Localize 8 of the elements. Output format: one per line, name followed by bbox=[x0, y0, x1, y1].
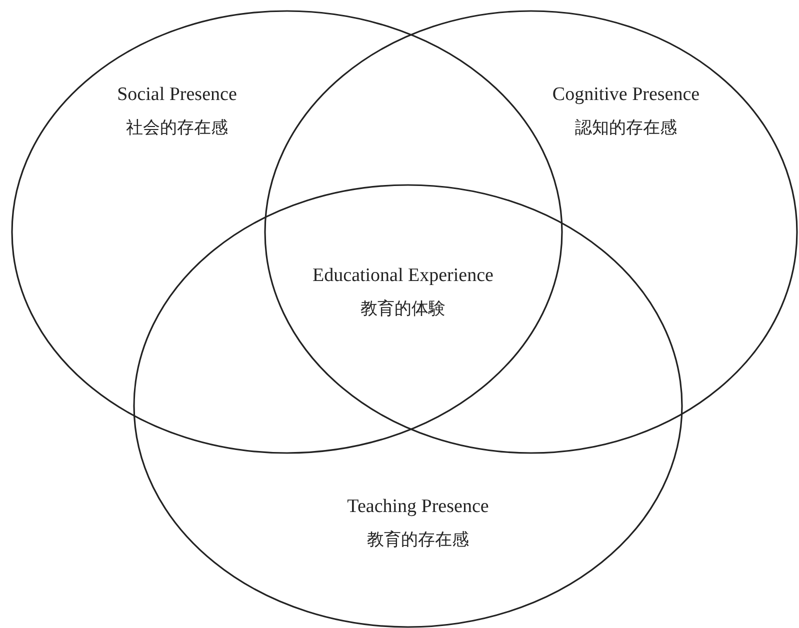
japanese-title: 社会的存在感 bbox=[126, 117, 228, 139]
presence-title: Teaching Presence bbox=[347, 496, 489, 518]
japanese-title: 教育的存在感 bbox=[367, 529, 469, 551]
japanese-title: 認知的存在感 bbox=[575, 117, 677, 139]
presence-title: Cognitive Presence bbox=[552, 84, 700, 106]
japanese-title: 教育的体験 bbox=[360, 298, 446, 320]
center-title: Educational Experience bbox=[312, 265, 494, 287]
presence-title: Social Presence bbox=[117, 84, 237, 106]
